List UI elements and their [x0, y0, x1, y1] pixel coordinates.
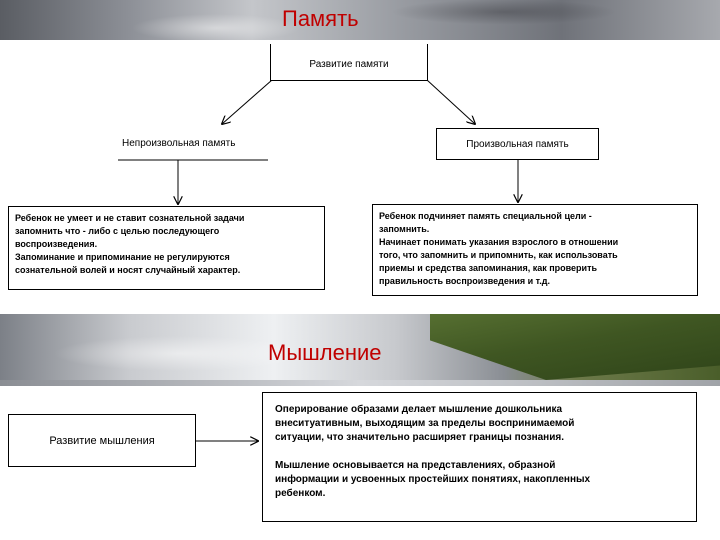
- voluntary-text-line: того, что запомнить и припомнить, как ис…: [379, 250, 618, 260]
- thinking-paragraph-1: Оперирование образами делает мышление до…: [275, 403, 696, 445]
- thinking-text-line: ситуации, что значительно расширяет гран…: [275, 432, 564, 443]
- thinking-text-line: внеситуативным, выходящим за пределы вос…: [275, 418, 575, 429]
- involuntary-text-line: запомнить что - либо с целью последующег…: [15, 226, 220, 236]
- thinking-text-line: ребенком.: [275, 488, 326, 499]
- memory-root-box: Развитие памяти: [270, 44, 428, 81]
- voluntary-text-line: запомнить.: [379, 224, 430, 234]
- involuntary-memory-text-box: Ребенок не умеет и не ставит сознательно…: [8, 206, 325, 290]
- voluntary-memory-text-box: Ребенок подчиняет память специальной цел…: [372, 204, 698, 296]
- involuntary-memory-label: Непроизвольная память: [122, 138, 236, 149]
- thinking-text-line: Оперирование образами делает мышление до…: [275, 404, 563, 415]
- voluntary-text-line: Начинает понимать указания взрослого в о…: [379, 237, 619, 247]
- voluntary-memory-box: Произвольная память: [436, 128, 599, 160]
- memory-title: Память: [282, 6, 359, 31]
- thinking-development-label: Развитие мышления: [49, 435, 155, 447]
- section-divider: [0, 380, 720, 386]
- voluntary-text-line: правильность воспроизведения и т.д.: [379, 276, 550, 286]
- voluntary-memory-label: Произвольная память: [466, 139, 569, 150]
- thinking-title: Мышление: [268, 340, 382, 365]
- memory-root-label: Развитие памяти: [309, 59, 389, 70]
- thinking-text-line: информации и усвоенных простейших поняти…: [275, 474, 591, 485]
- arrow-root-to-left: [222, 79, 273, 124]
- involuntary-text-line: Ребенок не умеет и не ставит сознательно…: [15, 213, 245, 223]
- header-background-band: [0, 0, 720, 40]
- arrow-root-to-right: [426, 79, 475, 124]
- thinking-text-box: Оперирование образами делает мышление до…: [262, 392, 697, 522]
- involuntary-text-line: сознательной волей и носят случайный хар…: [15, 265, 241, 275]
- involuntary-text-line: воспроизведения.: [15, 239, 98, 249]
- voluntary-text-line: приемы и средства запоминания, как прове…: [379, 263, 598, 273]
- involuntary-text-line: Запоминание и припоминание не регулируют…: [15, 252, 230, 262]
- thinking-development-box: Развитие мышления: [8, 414, 196, 467]
- thinking-paragraph-2: Мышление основывается на представлениях,…: [275, 459, 696, 501]
- voluntary-text-line: Ребенок подчиняет память специальной цел…: [379, 211, 592, 221]
- thinking-text-line: Мышление основывается на представлениях,…: [275, 460, 556, 471]
- section-background-band: [0, 314, 720, 380]
